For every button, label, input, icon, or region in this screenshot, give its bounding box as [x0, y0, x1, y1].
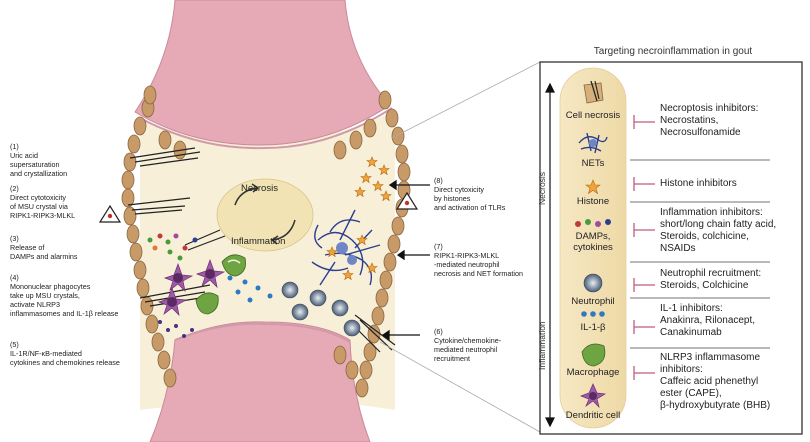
panel-title: Targeting necroinflammation in gout — [593, 46, 753, 57]
step-7-label: (7)RIPK1-RIPK3-MLKL -mediated neutrophil… — [434, 242, 523, 278]
neutrophils — [281, 281, 361, 337]
step-6-label: (6)Cytokine/chemokine- mediated neutroph… — [434, 327, 502, 363]
nets-icon — [578, 132, 608, 154]
cell-necrosis-icon — [583, 80, 604, 104]
item-dendritic-cell: Dendritic cell — [565, 410, 621, 421]
dendritic-cells — [157, 258, 226, 317]
step-1-label: (1)Uric acid supersaturation and crystal… — [10, 142, 68, 178]
histone-icon — [585, 179, 601, 195]
dendritic-cell-icon — [580, 383, 607, 409]
item-il1b: IL-1-β — [580, 322, 606, 333]
row-separators — [630, 159, 770, 349]
item-histone: Histone — [576, 196, 610, 207]
step-8-label: (8)Direct cytoxicity by histones and act… — [434, 176, 506, 212]
macrophages — [195, 254, 246, 315]
macrophage-icon — [581, 343, 606, 367]
hazard-icon-left — [98, 204, 122, 223]
axis-inflammation-label: Inflammation — [537, 321, 547, 370]
inhibitor-nlrp3: NLRP3 inflammasome inhibitors: Caffeic a… — [660, 352, 771, 411]
item-nets: NETs — [581, 158, 605, 169]
upper-bone — [134, 0, 391, 146]
inhibitor-necroptosis: Necroptosis inhibitors: Necrostatins, Ne… — [660, 103, 759, 138]
inhibitor-il1: IL-1 inhibitors: Anakinra, Rilonacept, C… — [660, 303, 756, 338]
pointer-arrows — [381, 179, 430, 341]
neutrophil-icon — [583, 273, 603, 293]
joint-illustration — [98, 0, 430, 442]
callout-line-bottom — [379, 341, 541, 433]
damp-particles — [147, 233, 273, 338]
necroinflammation-cycle — [216, 178, 314, 252]
item-damps: DAMPs, cytokines — [573, 231, 613, 253]
callout-line-top — [391, 61, 541, 139]
necrosis-inflammation-axis — [545, 82, 555, 428]
il1b-icon — [581, 311, 605, 317]
inhibitor-neutrophil-recruitment: Neutrophil recruitment: Steroids, Colchi… — [660, 268, 762, 291]
damps-icon — [575, 219, 611, 227]
cell-column — [559, 67, 627, 429]
synovial-lining-right — [333, 90, 411, 398]
cycle-inflammation-label: Inflammation — [231, 236, 286, 247]
item-neutrophil: Neutrophil — [571, 296, 615, 307]
inhibitor-inflammation: Inflammation inhibitors: short/long chai… — [660, 207, 777, 254]
step-2-label: (2)Direct cytotoxicity of MSU crystal vi… — [10, 184, 76, 220]
inhibitor-histone: Histone inhibitors — [660, 178, 737, 189]
item-cell-necrosis: Cell necrosis — [565, 110, 621, 121]
histones — [326, 156, 392, 281]
step-5-label: (5)IL-1R/NF-κB-mediated cytokines and ch… — [10, 340, 120, 367]
lower-bone — [149, 321, 371, 442]
nets-cluster — [311, 209, 381, 286]
cycle-necrosis-label: Necrosis — [241, 183, 278, 194]
hazard-icon-right — [395, 191, 419, 210]
step-3-label: (3)Release of DAMPs and alarmins — [10, 234, 78, 261]
item-macrophage: Macrophage — [566, 367, 620, 378]
axis-necrosis-label: Necrosis — [537, 171, 547, 205]
step-4-label: (4)Mononuclear phagocytes take up MSU cr… — [10, 273, 119, 318]
synovial-lining-left — [121, 85, 177, 388]
inhibitor-markers — [633, 115, 655, 380]
